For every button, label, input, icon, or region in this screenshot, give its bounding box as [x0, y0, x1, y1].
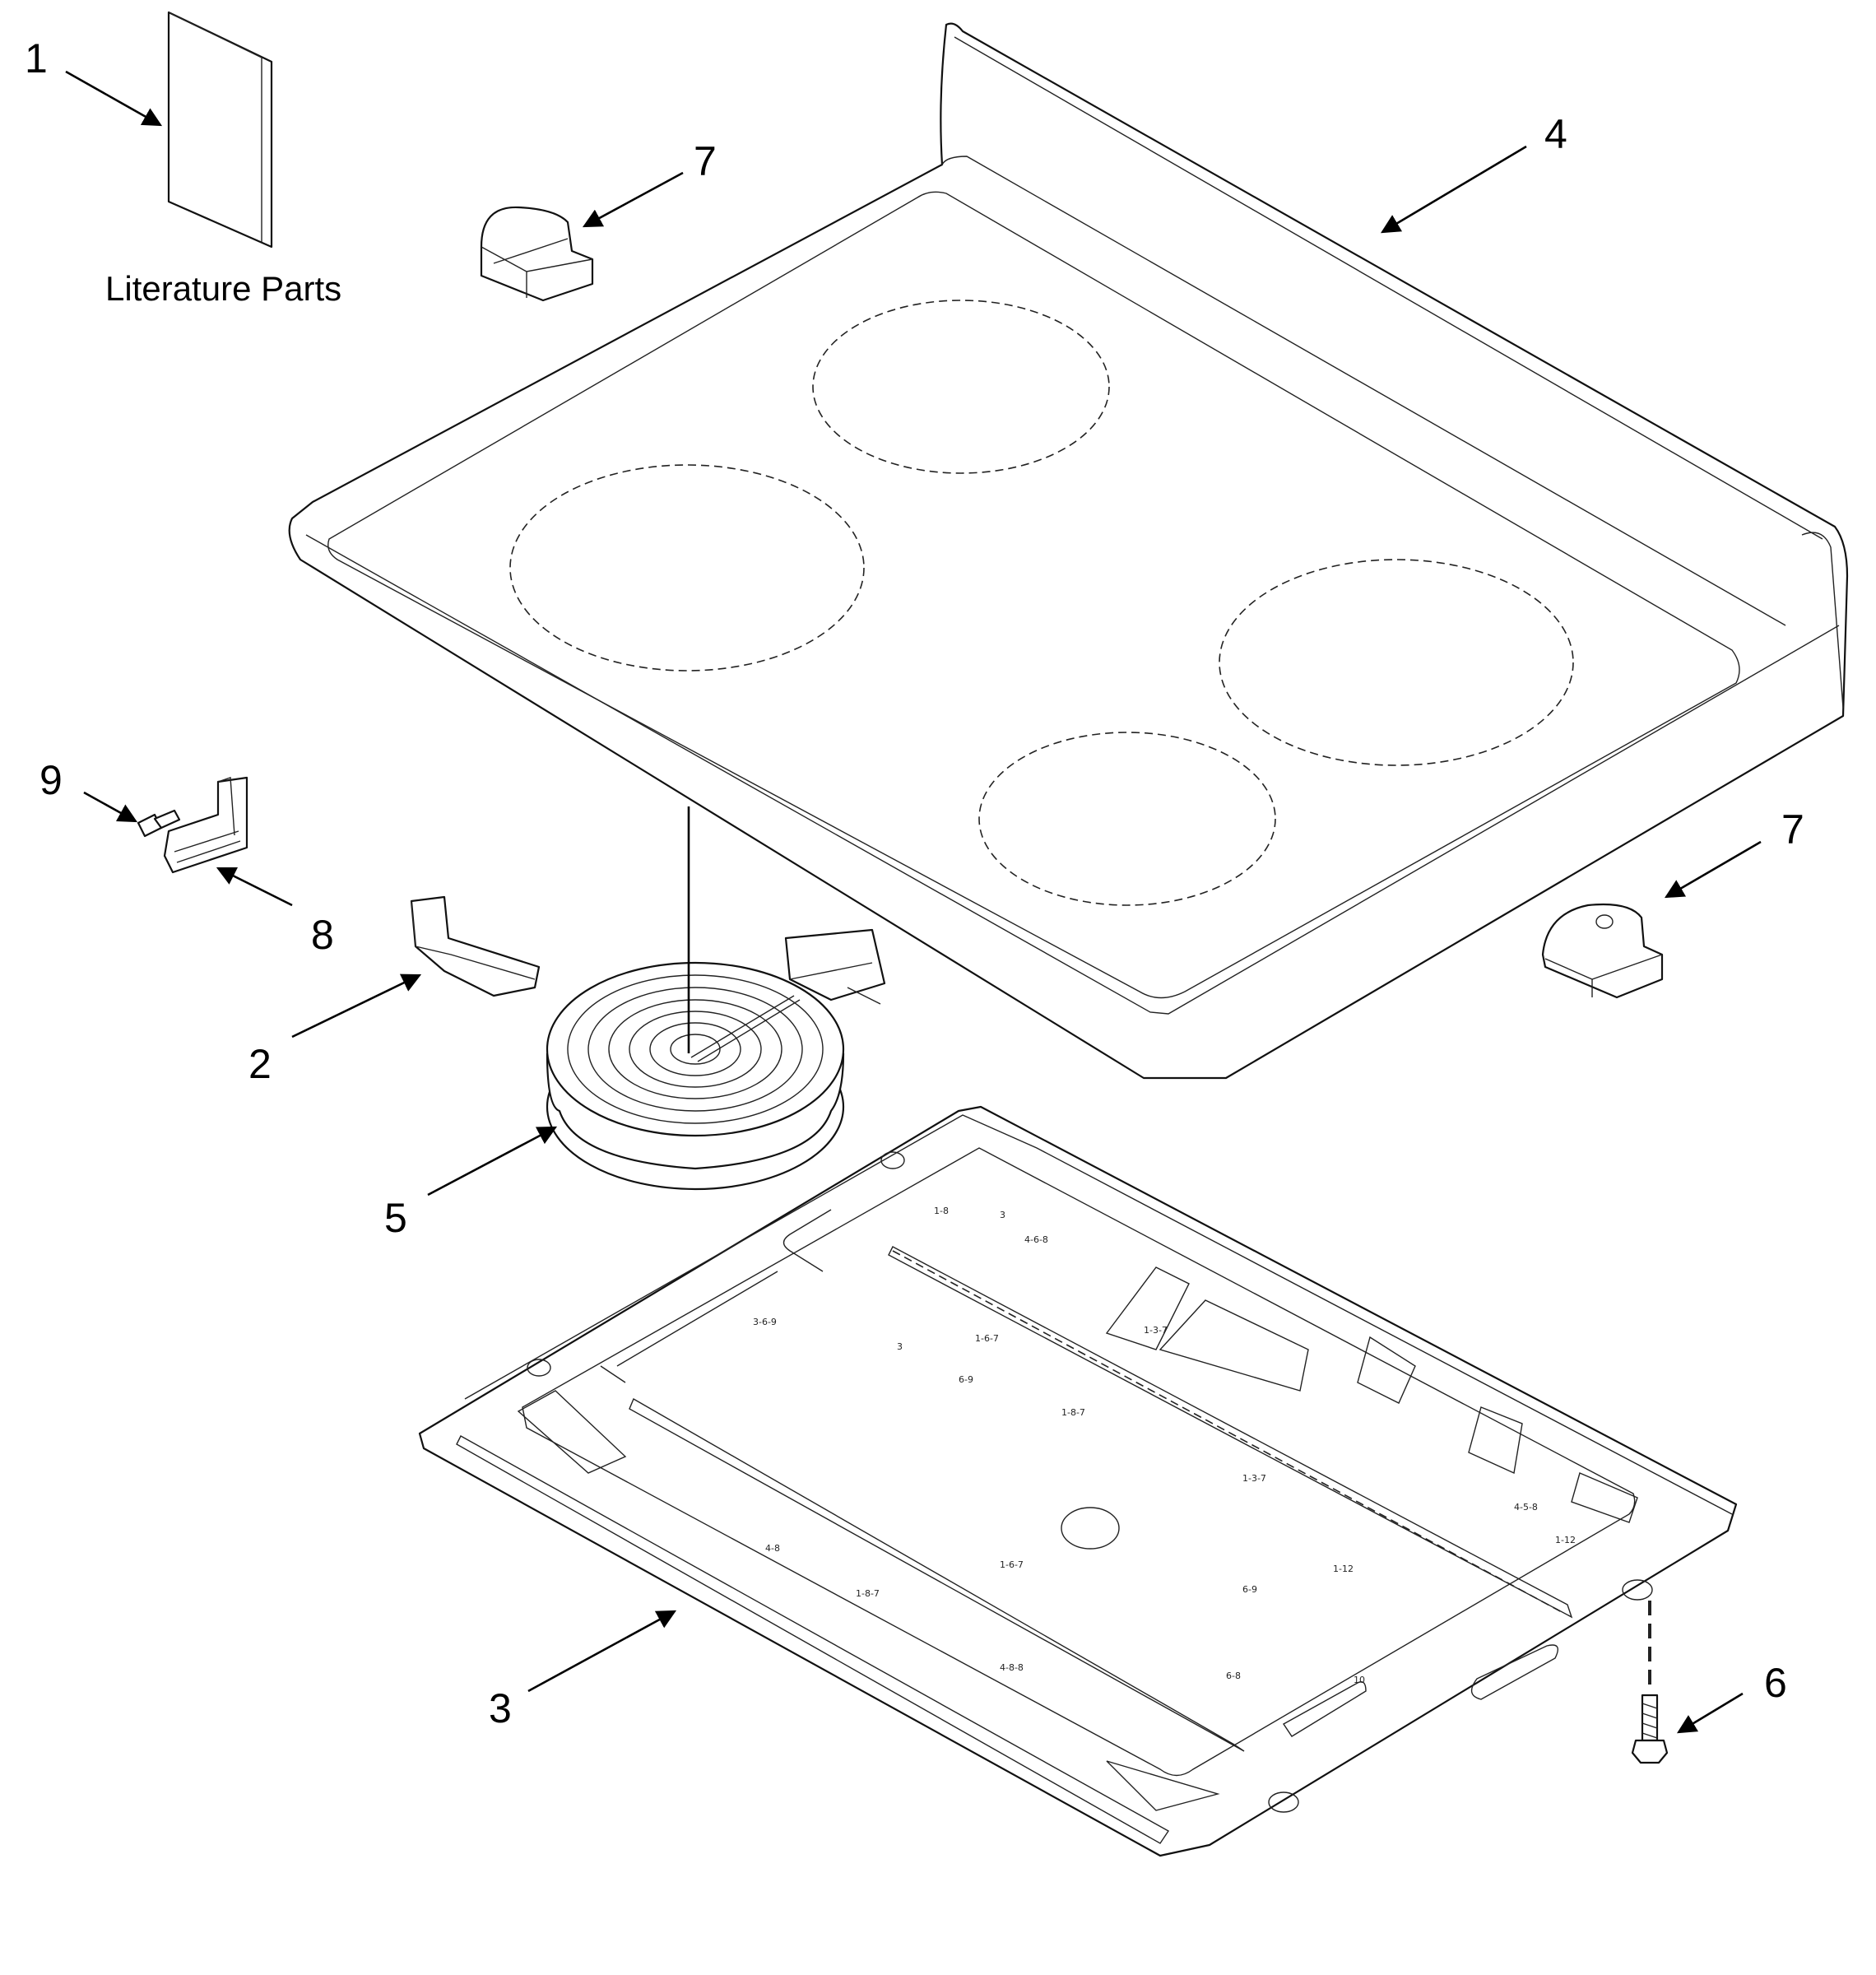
literature-parts-caption: Literature Parts: [105, 269, 341, 308]
svg-text:6-9: 6-9: [959, 1374, 973, 1385]
svg-text:1-6-7: 1-6-7: [975, 1333, 999, 1344]
svg-text:10: 10: [1354, 1675, 1365, 1685]
element-clip: [410, 895, 541, 997]
svg-text:1-3-7: 1-3-7: [1242, 1473, 1266, 1484]
leader-arrows: [65, 70, 1762, 1734]
callout-8: 8: [311, 912, 334, 958]
radiant-surface-element: [546, 928, 886, 1191]
svg-text:4-5-8: 4-5-8: [1514, 1502, 1538, 1513]
svg-text:1-8-7: 1-8-7: [856, 1588, 880, 1599]
svg-text:3-6-9: 3-6-9: [753, 1317, 777, 1327]
callout-6: 6: [1764, 1660, 1787, 1706]
svg-text:1-8-7: 1-8-7: [1061, 1407, 1085, 1418]
svg-text:6-9: 6-9: [1242, 1584, 1257, 1595]
svg-text:4-8-8: 4-8-8: [1000, 1662, 1024, 1673]
svg-text:3: 3: [897, 1341, 903, 1352]
screw-small: [137, 809, 181, 838]
svg-text:1-12: 1-12: [1333, 1564, 1354, 1574]
callout-4: 4: [1544, 111, 1567, 157]
bumper-upper: [480, 206, 594, 302]
callout-9: 9: [39, 757, 63, 803]
callout-7-upper: 7: [694, 138, 717, 184]
callout-2: 2: [248, 1041, 272, 1087]
literature-parts-booklet: [167, 11, 273, 249]
svg-text:3: 3: [1000, 1210, 1005, 1220]
callout-3: 3: [489, 1685, 512, 1731]
callout-7-lower: 7: [1781, 806, 1804, 853]
mounting-screw: [1631, 1694, 1669, 1764]
svg-text:4-6-8: 4-6-8: [1024, 1234, 1048, 1245]
callout-5: 5: [384, 1195, 407, 1241]
bumper-lower: [1541, 903, 1664, 999]
mounting-bracket: [163, 776, 248, 874]
svg-text:1-6-7: 1-6-7: [1000, 1559, 1024, 1570]
svg-text:4-8: 4-8: [765, 1543, 780, 1554]
callout-1: 1: [25, 35, 48, 81]
svg-text:1-3-7: 1-3-7: [1144, 1325, 1168, 1336]
svg-text:6-8: 6-8: [1226, 1671, 1241, 1681]
burner-box-pan: 1-8 3 4-6-8 3-6-9 1-6-7 3 6-9 1-3-7 1-8-…: [418, 1105, 1738, 1857]
svg-text:1-12: 1-12: [1555, 1535, 1576, 1545]
svg-text:1-8: 1-8: [934, 1206, 949, 1216]
cooktop-main-top: [288, 22, 1849, 1080]
